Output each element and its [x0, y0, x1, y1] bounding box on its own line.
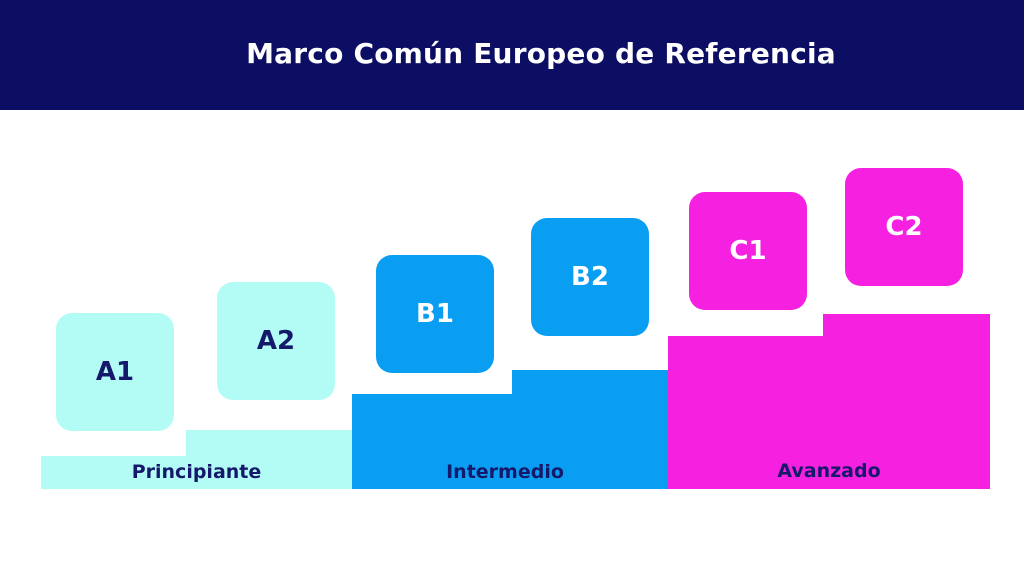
page-title: Marco Común Europeo de Referencia — [246, 36, 836, 70]
level-card-c1: C1 — [689, 192, 807, 310]
intermedio-step-high — [512, 370, 668, 489]
group-label-intermedio: Intermedio — [446, 461, 564, 483]
level-card-b1: B1 — [376, 255, 494, 373]
avanzado-step-low — [668, 336, 823, 489]
level-card-a1: A1 — [56, 313, 174, 431]
principiante-step-high — [186, 430, 352, 489]
header-bar: Marco Común Europeo de Referencia — [0, 0, 1024, 110]
avanzado-step-high — [823, 314, 990, 489]
level-card-a2: A2 — [217, 282, 335, 400]
level-card-b2: B2 — [531, 218, 649, 336]
group-label-avanzado: Avanzado — [777, 460, 881, 482]
principiante-step-low — [41, 456, 186, 489]
group-label-principiante: Principiante — [131, 461, 262, 483]
level-card-c2: C2 — [845, 168, 963, 286]
intermedio-step-low — [352, 394, 512, 489]
